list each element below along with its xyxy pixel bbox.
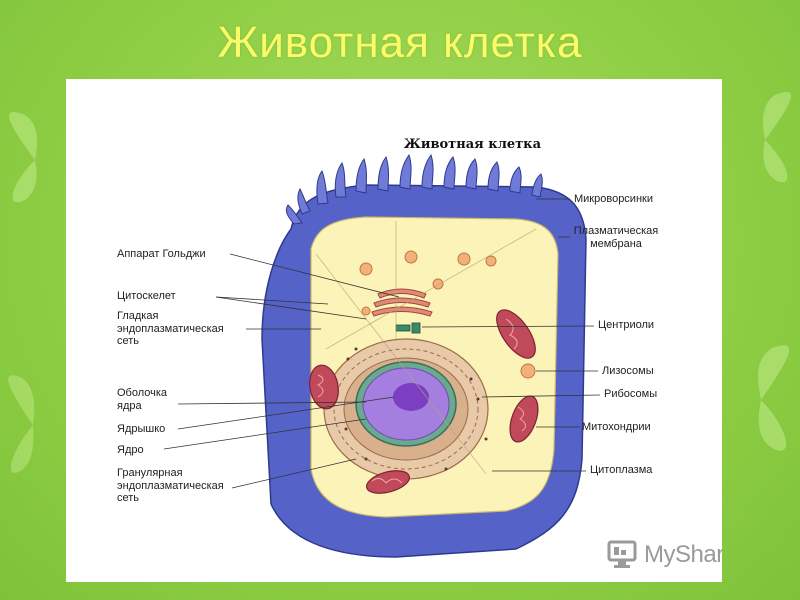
mitochondria [309, 309, 539, 494]
label-nucleus: Ядро [117, 444, 144, 456]
animal-cell-illustration [163, 153, 601, 558]
watermark-text: MyShared [644, 541, 722, 568]
label-nuclear-envelope: Оболочка ядра [117, 387, 168, 412]
label-lysosomes: Лизосомы [602, 365, 654, 377]
label-nucleolus: Ядрышко [117, 423, 166, 435]
label-centrioles: Центриоли [598, 319, 655, 331]
myshared-watermark: MyShared [606, 537, 722, 571]
monitor-icon [607, 540, 637, 568]
diagram-title: Животная клетка [403, 137, 541, 152]
microvilli [285, 153, 543, 225]
slide-title: Животная клетка [217, 18, 583, 67]
label-rough-er: Гранулярная эндоплазматическая сеть [117, 467, 224, 504]
diagram-panel: Животная клетка [66, 79, 722, 582]
label-plasma-membrane: Плазматическая мембрана [573, 225, 659, 250]
label-microvilli: Микроворсинки [574, 193, 653, 205]
label-smooth-er: Гладкая эндоплазматическая сеть [117, 310, 224, 347]
label-mitochondria: Митохондрии [582, 421, 651, 433]
label-ribosomes: Рибосомы [604, 388, 658, 400]
label-cytoskeleton: Цитоскелет [117, 290, 176, 302]
label-cytoplasm: Цитоплазма [590, 464, 653, 476]
ribosomes [344, 347, 488, 471]
lysosomes [359, 250, 536, 379]
butterfly-decoration-left-bottom [8, 375, 35, 473]
butterfly-decoration-left [8, 112, 38, 203]
butterfly-decoration-right-bottom [757, 345, 790, 451]
nucleolus [393, 383, 429, 411]
golgi-apparatus [371, 288, 433, 317]
butterfly-decoration-right-top [762, 92, 792, 183]
label-golgi-apparatus: Аппарат Гольджи [117, 248, 206, 260]
